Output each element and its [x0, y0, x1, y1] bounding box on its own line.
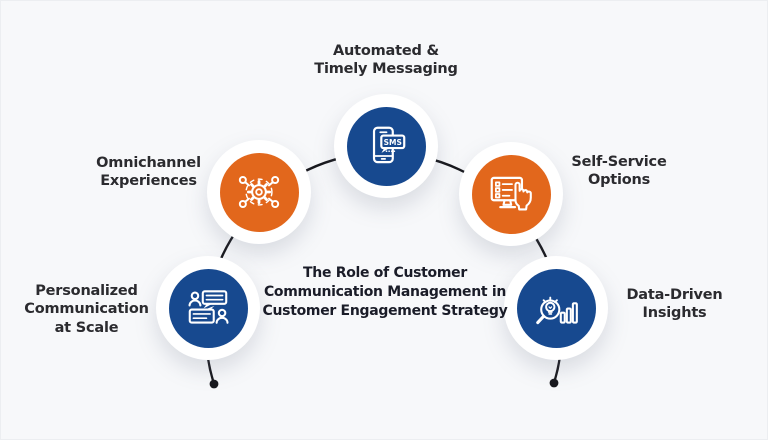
node-personalized-communication-circle [168, 268, 248, 348]
people-chat-bubbles-icon [188, 290, 229, 324]
node-omnichannel [207, 140, 311, 244]
node-data-insights-circle [516, 268, 596, 348]
bubble-tail [381, 147, 391, 153]
node-omnichannel-circle [219, 152, 299, 232]
sms-bubble-text: SMS [384, 138, 402, 147]
bubble-tail-bottom [204, 305, 215, 310]
label-automated-messaging: Automated & Timely Messaging [314, 43, 458, 78]
node-personalized-communication [156, 256, 260, 360]
label-self-service: Self-Service Options [571, 154, 667, 189]
typing-dots [385, 150, 396, 153]
sms-phone-icon: SMS [372, 126, 406, 164]
diagram-title: The Role of Customer Communication Manag… [262, 265, 508, 320]
node-automated-messaging-circle: SMS [346, 106, 426, 186]
arc-end-dot-left [209, 379, 219, 389]
label-data-insights: Data-Driven Insights [626, 287, 723, 322]
node-data-insights [504, 256, 608, 360]
magnifier-bulb-chart-icon [536, 296, 578, 325]
node-self-service [459, 142, 563, 246]
pointing-hand [514, 181, 532, 211]
omnichannel-network-gear-icon [238, 176, 280, 208]
label-omnichannel: Omnichannel Experiences [96, 155, 201, 190]
node-self-service-circle [471, 154, 551, 234]
self-service-screen-hand-icon [490, 176, 532, 211]
bubble-tail-top [203, 303, 213, 309]
node-automated-messaging: SMS [334, 94, 438, 198]
arc-end-dot-right [549, 378, 559, 388]
label-personalized-communication: Personalized Communication at Scale [24, 283, 149, 336]
